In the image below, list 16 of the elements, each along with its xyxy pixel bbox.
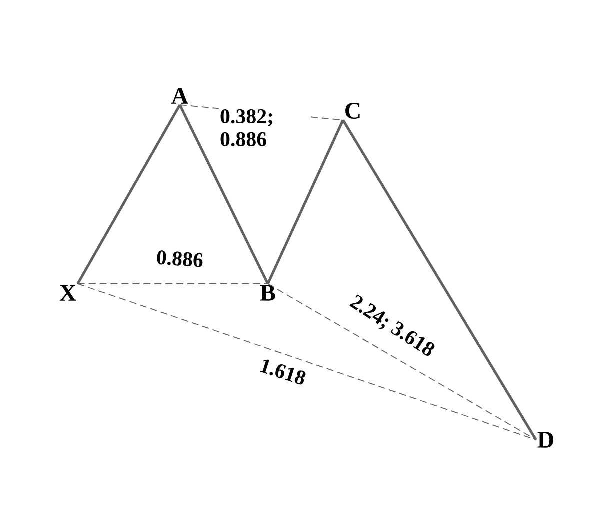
vertex-letter: B	[260, 285, 276, 301]
vertex-letter: A	[172, 88, 188, 104]
ratio-label: 2.24; 3.618	[346, 292, 438, 362]
ratio-label: 0.886	[154, 249, 206, 269]
ratio-label: 1.618	[257, 356, 309, 388]
dashed-line	[268, 283, 537, 440]
dashed-line	[77, 284, 537, 440]
price-line	[266, 120, 344, 284]
vertex-letter: X	[60, 285, 76, 301]
vertex-letter: C	[346, 102, 360, 120]
price-line	[76, 104, 182, 285]
vertex-letter: D	[538, 432, 554, 448]
ratio-label: 0.382; 0.886	[219, 108, 311, 148]
price-line	[178, 104, 270, 284]
price-line	[342, 120, 538, 441]
dashed-line	[77, 283, 268, 284]
